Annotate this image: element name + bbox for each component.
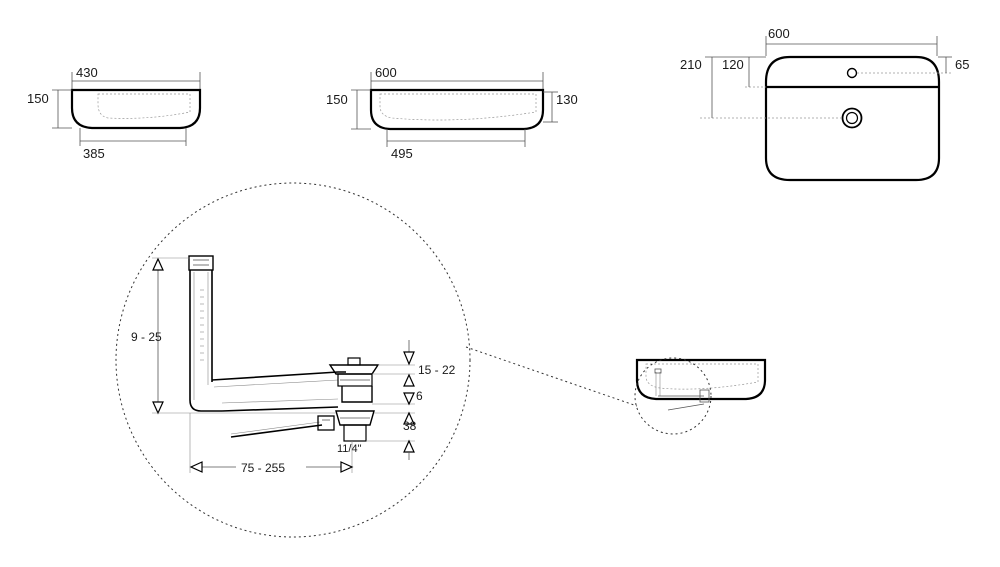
dim-width-bottom: 385	[83, 146, 105, 161]
dim-arrow-left	[189, 461, 203, 473]
basin-side-view-large: 600 150 130 495	[326, 65, 578, 161]
basin-side-view-small: 430 150 385	[27, 65, 202, 161]
dim-width-top: 430	[76, 65, 98, 80]
dim-height-outer: 210	[680, 57, 702, 72]
waste-thread	[343, 424, 367, 442]
dim-tap-offset: 65	[955, 57, 969, 72]
dim-width-top: 600	[375, 65, 397, 80]
basin-plan-view: 600 65 210 120	[680, 26, 969, 182]
dim-width: 600	[768, 26, 790, 41]
dim-pipe-height: 9 - 25	[131, 330, 162, 344]
dim-height: 150	[27, 91, 49, 106]
dim-thread: 11/4"	[337, 443, 362, 455]
dim-arrow-depth-bottom	[403, 439, 415, 453]
dim-height-right: 130	[556, 92, 578, 107]
dim-arrow-gap-top	[403, 392, 415, 406]
dim-arrow-up	[152, 257, 164, 271]
dim-width-bottom: 495	[391, 146, 413, 161]
dim-arrow-gap-bottom	[403, 411, 415, 425]
rod-connector	[317, 415, 335, 431]
dim-arrow-plug-top	[403, 351, 415, 366]
dim-height-inner: 120	[722, 57, 744, 72]
dim-arrow-plug-bottom	[403, 373, 415, 387]
pop-up-rod	[230, 424, 323, 438]
basin-side-view-with-waste	[634, 357, 767, 435]
waste-detail-view: 9 - 25 15 - 22 6 38 11/4" 75 - 255	[115, 182, 471, 538]
dim-gap: 6	[416, 389, 423, 403]
dim-depth: 38	[403, 419, 417, 433]
waste-nut	[335, 410, 375, 426]
dim-arrow-down	[152, 401, 164, 415]
dim-arrow-right	[340, 461, 354, 473]
plug-cap	[347, 357, 361, 366]
pipe-nut	[188, 255, 214, 271]
dim-plug-range: 15 - 22	[418, 363, 456, 377]
pipe-scale-ticks	[200, 289, 204, 361]
dim-height-left: 150	[326, 92, 348, 107]
detail-callout-circle	[634, 357, 712, 435]
detail-leader-line	[465, 346, 638, 407]
dim-reach: 75 - 255	[241, 461, 285, 475]
